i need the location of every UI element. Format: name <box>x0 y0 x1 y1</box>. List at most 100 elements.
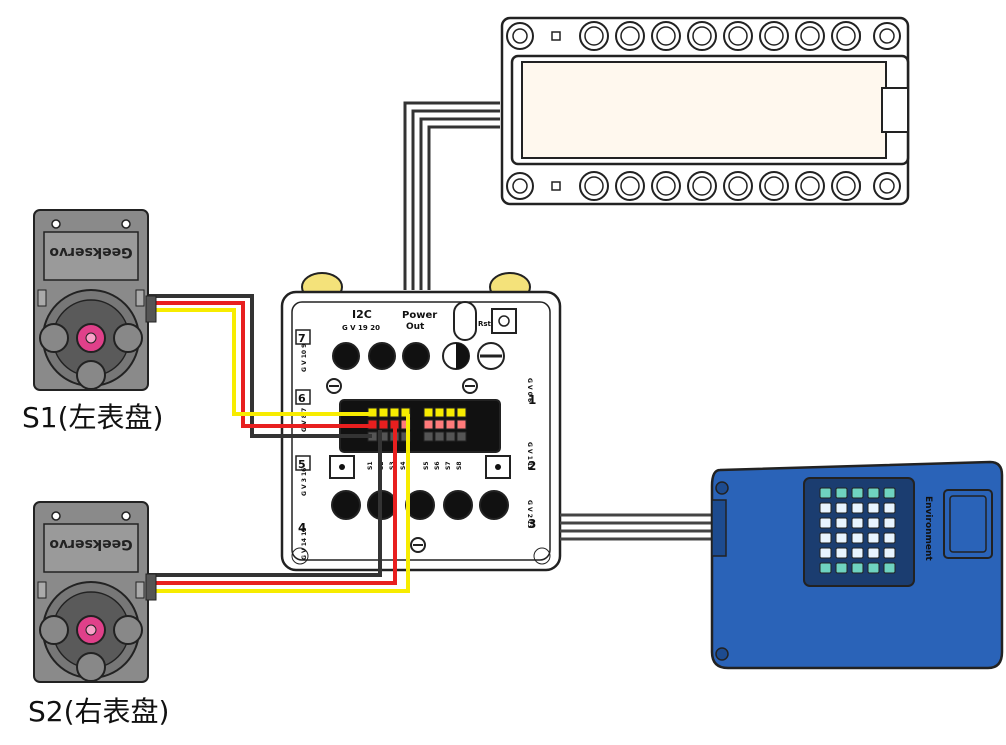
servo-pin-label: S3 <box>389 462 396 471</box>
servo-pin-label: S7 <box>445 462 452 471</box>
servo-header-pin <box>456 407 467 418</box>
rail-cable <box>403 101 500 290</box>
sensor-cable <box>560 513 716 541</box>
sensor-vent <box>819 532 832 544</box>
rail-hole-inner <box>620 26 640 46</box>
sensor-vent <box>883 517 896 529</box>
led-rail-board <box>500 16 910 206</box>
port1-pins: G V 0 6 <box>526 378 533 402</box>
sensor-vent <box>867 517 880 529</box>
sensor-vent <box>867 487 880 499</box>
controller-board: I2C G V 19 20 Power Out Rst 7 6 5 4 1 2 … <box>280 272 562 572</box>
sensor-vent <box>851 487 864 499</box>
servo2-label: S2(右表盘) <box>28 695 170 728</box>
servo-header-pin <box>434 419 445 430</box>
port7-number: 7 <box>298 332 306 345</box>
sensor-vent <box>851 562 864 574</box>
port4-number: 4 <box>298 521 306 535</box>
port7-pins: G V 10 9 <box>301 344 308 372</box>
rail-hole-inner <box>584 176 604 196</box>
power-title: Power <box>402 310 437 321</box>
rst-label: Rst <box>478 320 492 328</box>
sensor-vent <box>835 562 848 574</box>
port2-pins: G V 1 12 <box>526 442 533 470</box>
servo-header-pin <box>378 407 389 418</box>
servo-header-pin <box>423 407 434 418</box>
sensor-vent <box>835 547 848 559</box>
sensor-vent <box>851 502 864 514</box>
rail-hole-inner <box>620 176 640 196</box>
servo-s1: Geekservo <box>33 209 157 391</box>
sensor-vent <box>883 502 896 514</box>
servo1-brand: Geekservo <box>49 244 133 260</box>
servo1-label: S1(左表盘) <box>22 401 164 434</box>
port4-pins: G V 14 15 <box>301 527 308 560</box>
servo-pin-label: S4 <box>400 462 407 471</box>
rail-hole-inner <box>656 176 676 196</box>
port3-pins: G V 2 13 <box>526 500 533 528</box>
sensor-vent <box>883 562 896 574</box>
servo-header-pin <box>445 419 456 430</box>
rail-hole-inner <box>584 26 604 46</box>
servo-header-pin <box>400 407 411 418</box>
sensor-vent <box>835 532 848 544</box>
sensor-vent <box>819 502 832 514</box>
rail-hole-inner <box>764 26 784 46</box>
servo-header-pin <box>434 431 445 442</box>
sensor-vent <box>883 547 896 559</box>
sensor-vent <box>835 487 848 499</box>
port2-number: 2 <box>528 459 536 473</box>
servo-header-pin <box>445 431 456 442</box>
servo-header-pin <box>389 407 400 418</box>
servo-pin-label: S5 <box>423 462 430 471</box>
sensor-vent <box>819 517 832 529</box>
sensor-vent <box>867 502 880 514</box>
servo-header-pin <box>445 407 456 418</box>
port6-pins: G V 8 7 <box>301 408 308 432</box>
rail-hole-inner <box>728 26 748 46</box>
servo2-brand: Geekservo <box>49 536 133 552</box>
servo-header-pin <box>434 407 445 418</box>
power-sub: Out <box>406 322 425 332</box>
port5-pins: G V 3 16 <box>301 468 308 496</box>
servo-s2: Geekservo <box>33 501 157 683</box>
port3-number: 3 <box>528 517 536 531</box>
sensor-vent <box>835 517 848 529</box>
i2c-title: I2C <box>352 308 372 321</box>
rail-hole-inner <box>656 26 676 46</box>
sensor-vent <box>867 562 880 574</box>
rail-hole-inner <box>764 176 784 196</box>
rail-hole-inner <box>692 176 712 196</box>
sensor-vent <box>851 532 864 544</box>
servo-header-pin <box>423 431 434 442</box>
sensor-label: Environment <box>923 496 933 561</box>
rail-hole-inner <box>836 26 856 46</box>
servo-header-pin <box>456 431 467 442</box>
servo-header-pin <box>378 419 389 430</box>
rail-hole-inner <box>836 176 856 196</box>
servo-header-pin <box>423 419 434 430</box>
sensor-vent <box>883 487 896 499</box>
sensor-vent <box>835 502 848 514</box>
i2c-pins: G V 19 20 <box>342 324 380 332</box>
rail-hole-inner <box>692 26 712 46</box>
port5-number: 5 <box>298 458 306 471</box>
sensor-vent <box>851 517 864 529</box>
servo1-cable <box>148 294 374 438</box>
servo-pin-label: S6 <box>434 462 441 471</box>
sensor-vent <box>851 547 864 559</box>
environment-sensor: Environment <box>710 460 1004 670</box>
sensor-vent <box>819 487 832 499</box>
sensor-vent <box>819 562 832 574</box>
rail-hole-inner <box>800 26 820 46</box>
servo-header-pin <box>456 419 467 430</box>
port1-number: 1 <box>528 393 536 407</box>
sensor-vent <box>867 547 880 559</box>
rail-hole-inner <box>728 176 748 196</box>
servo-pin-label: S1 <box>367 462 374 471</box>
sensor-vent <box>819 547 832 559</box>
rail-hole-inner <box>800 176 820 196</box>
sensor-vent <box>867 532 880 544</box>
